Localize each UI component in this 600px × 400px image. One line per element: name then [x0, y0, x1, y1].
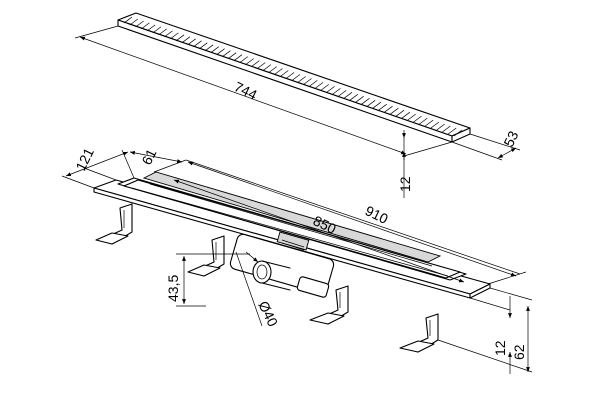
- grate-slot: [152, 26, 162, 34]
- mounting-leg: [187, 235, 225, 277]
- channel-dimension-lines: [61, 149, 533, 374]
- channel-assembly: [93, 171, 491, 353]
- grate-slot: [442, 125, 451, 133]
- mounting-leg: [95, 203, 133, 245]
- grate-slot: [407, 113, 416, 121]
- grate-slot: [129, 18, 139, 26]
- grate-slot: [123, 16, 133, 24]
- mounting-leg: [309, 285, 349, 325]
- grate-slot: [436, 123, 445, 131]
- grate-dimension-lines: [74, 25, 521, 198]
- grate-slot: [135, 20, 144, 28]
- grate-slot: [430, 121, 440, 129]
- grate-slot: [146, 24, 156, 32]
- grate-slot: [424, 119, 434, 127]
- grate-slot: [419, 117, 428, 125]
- grate-slot: [164, 30, 173, 38]
- mounting-leg: [399, 313, 439, 353]
- outlet-height-label: 43,5: [165, 275, 181, 302]
- grate-length-label: 744: [232, 78, 260, 103]
- channel-depth-label: 121: [72, 145, 97, 173]
- total-height-label: 62: [511, 344, 527, 360]
- grate-slot: [158, 28, 167, 36]
- outlet-diameter-label: Ø40: [255, 298, 281, 329]
- grate-slot: [413, 115, 422, 123]
- grate-width-label: 53: [500, 128, 521, 149]
- min-height-label: 12: [492, 340, 508, 356]
- grate-slot: [141, 22, 150, 30]
- grate-height-label: 12: [397, 176, 413, 192]
- grate-slot: [447, 127, 457, 135]
- grate: [117, 12, 471, 143]
- grate-slot: [453, 129, 463, 137]
- overall-length-label: 910: [363, 202, 391, 227]
- flange-width-label: 61: [138, 146, 159, 167]
